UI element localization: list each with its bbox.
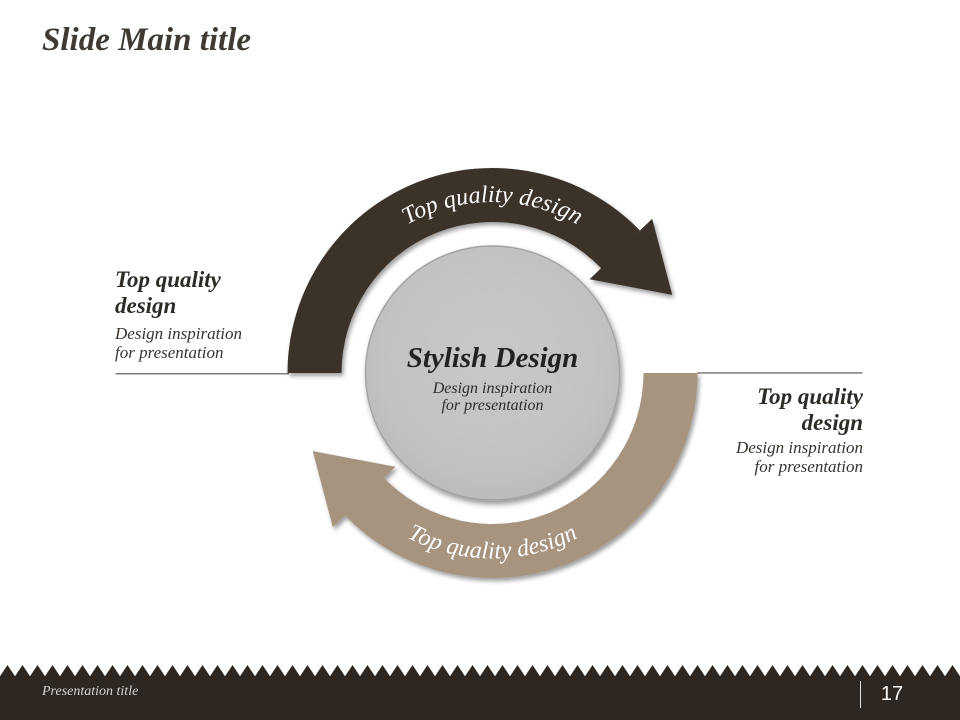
right-callout-title: Top quality design: [757, 384, 863, 435]
footer-divider-line: [860, 681, 861, 708]
left-callout: Top quality design Design inspiration fo…: [115, 267, 305, 362]
top-arc-arrow: [287, 167, 673, 373]
center-circle: [364, 245, 621, 501]
center-circle-title: Stylish Design: [406, 342, 579, 374]
footer-bar: [0, 665, 960, 720]
footer-zigzag-path: [0, 665, 960, 720]
center-circle-body: Design inspiration for presentation: [432, 380, 553, 414]
left-callout-body: Design inspiration for presentation: [115, 324, 243, 362]
left-callout-title: Top quality design: [115, 267, 221, 318]
right-callout-body: Design inspiration for presentation: [735, 438, 863, 476]
slide-title: Slide Main title: [42, 22, 252, 58]
right-callout: Top quality design Design inspiration fo…: [580, 384, 863, 476]
bottom-arc-arrow: [312, 373, 698, 579]
page-number: 17: [880, 683, 904, 705]
footer-zigzag-shape: [0, 665, 960, 720]
footer-presentation-title: Presentation title: [42, 684, 139, 699]
center-circle-text: Stylish Design Design inspiration for pr…: [372, 343, 613, 414]
